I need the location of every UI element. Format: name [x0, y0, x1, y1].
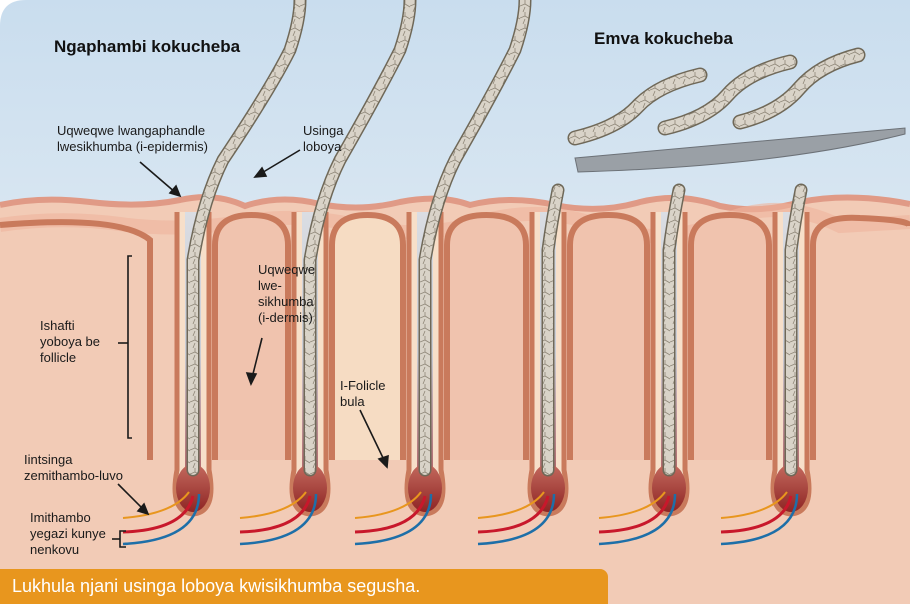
- dermal-loop: [570, 215, 647, 460]
- caption-bar: Lukhula njani usinga loboya kwisikhumba …: [0, 569, 608, 604]
- epidermis-label: Uqweqwe lwangaphandle lwesikhumba (i-epi…: [57, 123, 208, 155]
- follicle-bulb-label: I-Folicle bula: [340, 378, 386, 410]
- dermal-loop: [332, 215, 403, 460]
- follicle-shaft-label: Ishafti yoboya be follicle: [40, 318, 100, 366]
- before-shearing-title: Ngaphambi kokucheba: [54, 37, 240, 57]
- hair-shaft-label: Usinga loboya: [303, 123, 343, 155]
- dermal-loop: [691, 215, 769, 460]
- dermis-label: Uqweqwe lwe- sikhumba (i-dermis): [258, 262, 315, 326]
- after-shearing-title: Emva kokucheba: [594, 29, 733, 49]
- dermal-loop: [447, 215, 526, 460]
- nerve-fibres-label: Iintsinga zemithambo-luvo: [24, 452, 123, 484]
- dermal-loop: [215, 215, 288, 460]
- blood-vessels-label: Imithambo yegazi kunye nenkovu: [30, 510, 106, 558]
- caption-text: Lukhula njani usinga loboya kwisikhumba …: [12, 576, 420, 597]
